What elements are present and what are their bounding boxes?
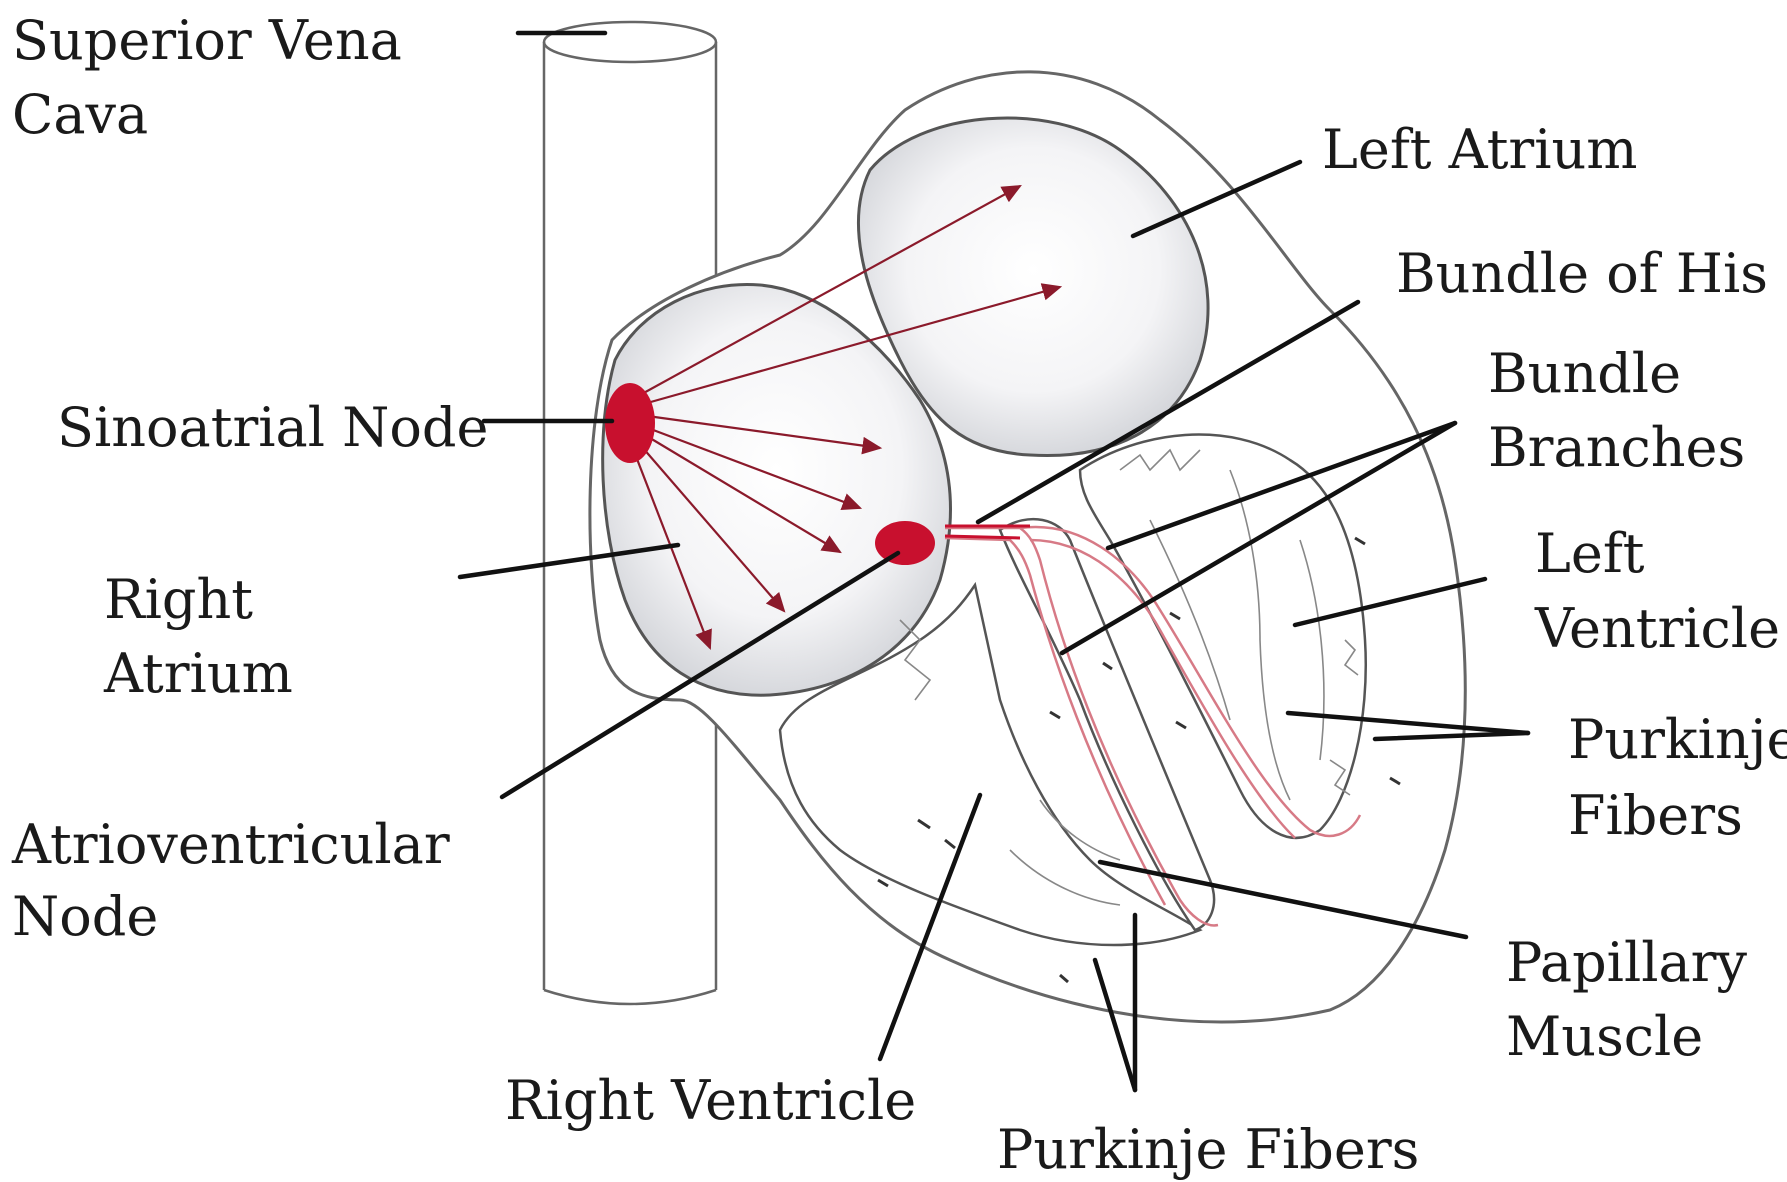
label-superior-vena-cava: Superior Vena Cava: [12, 9, 419, 146]
label-purkinje-fibers-right-line2: Fibers: [1568, 784, 1743, 847]
label-right-atrium-line1: Right: [104, 568, 253, 631]
label-atrioventricular-node-line1: Atrioventricular: [11, 813, 450, 876]
label-bundle-branches-line2: Branches: [1488, 416, 1745, 479]
label-papillary-muscle-line2: Muscle: [1506, 1005, 1703, 1068]
label-bundle-branches: Bundle Branches: [1488, 342, 1745, 479]
label-purkinje-fibers-right: Purkinje Fibers: [1568, 708, 1787, 847]
label-right-atrium-line2: Atrium: [103, 642, 293, 705]
label-superior-vena-cava-line1: Superior Vena: [12, 9, 402, 72]
label-superior-vena-cava-line2: Cava: [12, 83, 148, 146]
label-right-atrium: Right Atrium: [103, 568, 293, 705]
label-right-ventricle: Right Ventricle: [505, 1069, 916, 1132]
label-purkinje-fibers-bottom: Purkinje Fibers: [997, 1118, 1419, 1181]
label-atrioventricular-node-line2: Node: [12, 885, 158, 948]
atrioventricular-node: [875, 521, 935, 565]
label-papillary-muscle-line1: Papillary: [1506, 931, 1747, 994]
label-purkinje-fibers-right-line1: Purkinje: [1568, 708, 1787, 771]
label-atrioventricular-node: Atrioventricular Node: [11, 813, 467, 948]
label-bundle-branches-line1: Bundle: [1488, 342, 1681, 405]
label-sinoatrial-node: Sinoatrial Node: [57, 396, 488, 459]
label-left-ventricle: Left Ventricle: [1534, 522, 1780, 660]
label-left-atrium: Left Atrium: [1322, 118, 1637, 181]
label-papillary-muscle: Papillary Muscle: [1506, 931, 1764, 1068]
label-left-ventricle-line1: Left: [1535, 522, 1645, 585]
label-left-ventricle-line2: Ventricle: [1534, 597, 1780, 660]
label-bundle-of-his: Bundle of His: [1396, 242, 1768, 305]
